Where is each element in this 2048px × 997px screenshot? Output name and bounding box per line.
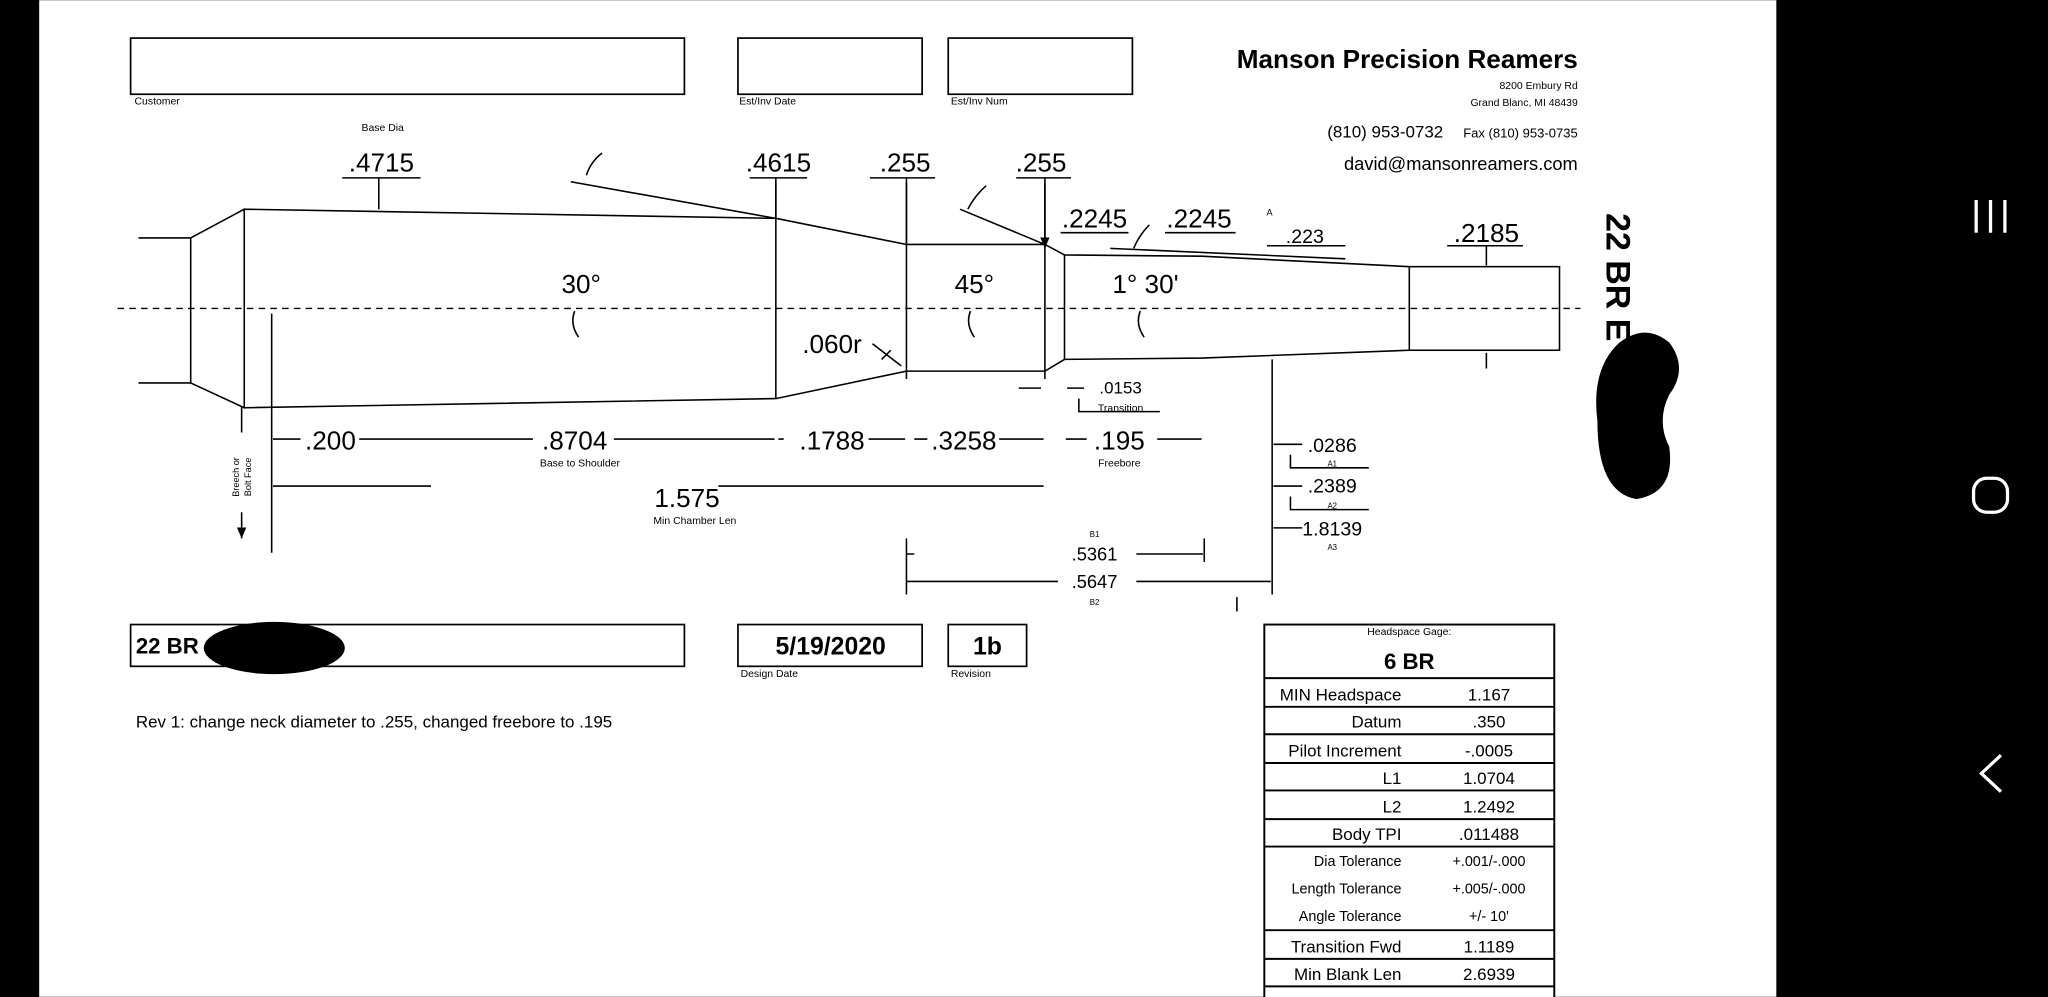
revision-field[interactable] xyxy=(947,623,1028,668)
revision-note: Rev 1: change neck diameter to .255, cha… xyxy=(136,713,612,732)
gage-row-value: 1.0704 xyxy=(1463,769,1515,788)
reamer-drawing xyxy=(117,152,1581,612)
android-nav-bar xyxy=(1971,200,2010,793)
dim-3258: .3258 xyxy=(931,426,996,456)
breech-label-1: Breech or xyxy=(231,457,241,497)
fax-number: Fax (810) 953-0735 xyxy=(1463,125,1578,140)
home-icon[interactable] xyxy=(1971,476,2010,514)
dim-b2: .5647 xyxy=(1072,571,1118,592)
min-chamber-label: Min Chamber Len xyxy=(653,516,736,527)
gage-row-label: Pilot Increment xyxy=(1288,741,1401,760)
redaction-blob xyxy=(1596,332,1680,500)
gage-row-value: .011488 xyxy=(1459,825,1519,844)
gage-row-value: 1.167 xyxy=(1468,685,1510,704)
dim-neck-dia-2: .255 xyxy=(1016,147,1067,177)
gage-row-label: Min Blank Len xyxy=(1294,965,1402,984)
transition-label: Transition xyxy=(1098,404,1144,415)
gage-row-label: L2 xyxy=(1383,798,1402,817)
a1-label: A1 xyxy=(1327,460,1337,469)
dim-1788: .1788 xyxy=(799,426,864,456)
gage-row-label: MIN Headspace xyxy=(1280,685,1402,704)
gage-row-value: -.0005 xyxy=(1465,741,1513,760)
dim-200: .200 xyxy=(305,426,356,456)
gage-row-label: Datum xyxy=(1351,713,1401,732)
company-name: Manson Precision Reamers xyxy=(1237,44,1578,74)
est-date-field[interactable] xyxy=(737,37,923,96)
gage-row-label: Body TPI xyxy=(1332,825,1401,844)
est-num-field[interactable] xyxy=(947,37,1134,96)
dim-radius: .060r xyxy=(802,329,862,359)
gage-row-label: Transition Fwd xyxy=(1291,937,1402,956)
dim-shoulder-dia: .4615 xyxy=(746,147,811,177)
gage-row-value: 2.6939 xyxy=(1463,965,1515,984)
dim-a-label: A xyxy=(1267,208,1274,218)
base-dia-label: Base Dia xyxy=(362,123,405,134)
dim-base-to-shoulder: .8704 xyxy=(542,426,607,456)
tolerance-value: +.005/-.000 xyxy=(1452,882,1525,898)
tolerance-value: +.001/-.000 xyxy=(1452,854,1525,870)
b1-label: B1 xyxy=(1090,530,1100,539)
est-num-label: Est/Inv Num xyxy=(951,97,1008,108)
gage-row-value: .350 xyxy=(1472,713,1505,732)
headspace-gage-table: Headspace Gage: 6 BR MIN Headspace 1.167… xyxy=(1263,623,1556,997)
email-address: david@mansonreamers.com xyxy=(1344,153,1578,174)
tolerance-label: Length Tolerance xyxy=(1292,882,1402,898)
angle-shoulder: 30° xyxy=(561,269,600,299)
phone-number: (810) 953-0732 xyxy=(1327,122,1443,141)
design-date-field[interactable] xyxy=(737,623,923,668)
dim-min-chamber: 1.575 xyxy=(654,483,719,513)
tolerance-label: Angle Tolerance xyxy=(1299,909,1402,925)
revision-value: 1b xyxy=(973,634,1002,661)
angle-throat: 1° 30' xyxy=(1112,269,1178,299)
breech-label-2: Bolt Face xyxy=(243,458,253,497)
freebore-label: Freebore xyxy=(1098,459,1141,470)
gage-row-label: L1 xyxy=(1383,769,1402,788)
a2-label: A2 xyxy=(1327,501,1337,510)
design-date-value: 5/19/2020 xyxy=(776,634,886,661)
dim-b1: .5361 xyxy=(1072,544,1118,565)
dim-freebore: .195 xyxy=(1094,426,1145,456)
recent-apps-icon[interactable] xyxy=(1974,200,2007,233)
rotated-title: 22 BR E xyxy=(1599,213,1637,341)
est-date-label: Est/Inv Date xyxy=(739,97,796,108)
customer-field[interactable] xyxy=(129,37,686,96)
gage-row-value: 1.1189 xyxy=(1464,937,1515,956)
back-icon[interactable] xyxy=(1978,753,2003,793)
tolerance-value: +/- 10' xyxy=(1469,909,1509,925)
dim-a: .223 xyxy=(1286,226,1324,248)
dim-pilot-dia: .2185 xyxy=(1454,218,1519,248)
dim-transition: .0153 xyxy=(1099,378,1141,397)
revision-label: Revision xyxy=(951,669,991,680)
dim-a3: 1.8139 xyxy=(1302,519,1362,541)
customer-label: Customer xyxy=(135,97,181,108)
dim-freebore-dia-1: .2245 xyxy=(1062,203,1127,233)
tolerance-label: Dia Tolerance xyxy=(1314,854,1402,870)
gage-title-label: Headspace Gage: xyxy=(1367,627,1451,638)
a3-label: A3 xyxy=(1327,543,1337,552)
address-line-2: Grand Blanc, MI 48439 xyxy=(1470,98,1578,109)
dim-freebore-dia-2: .2245 xyxy=(1166,203,1231,233)
gage-row-value: 1.2492 xyxy=(1463,798,1515,817)
redaction-blob-name xyxy=(203,621,345,675)
dim-base-dia: .4715 xyxy=(349,147,414,177)
angle-neck: 45° xyxy=(955,269,994,299)
gage-title-value: 6 BR xyxy=(1384,649,1435,674)
dim-a2: .2389 xyxy=(1308,476,1357,498)
dim-neck-dia-1: .255 xyxy=(880,147,931,177)
b2-label: B2 xyxy=(1090,598,1100,607)
base-to-shoulder-label: Base to Shoulder xyxy=(540,459,621,470)
address-line-1: 8200 Embury Rd xyxy=(1499,81,1578,92)
design-date-label: Design Date xyxy=(741,669,799,680)
part-name-value: 22 BR xyxy=(136,633,199,658)
dim-a1: .0286 xyxy=(1308,435,1357,457)
